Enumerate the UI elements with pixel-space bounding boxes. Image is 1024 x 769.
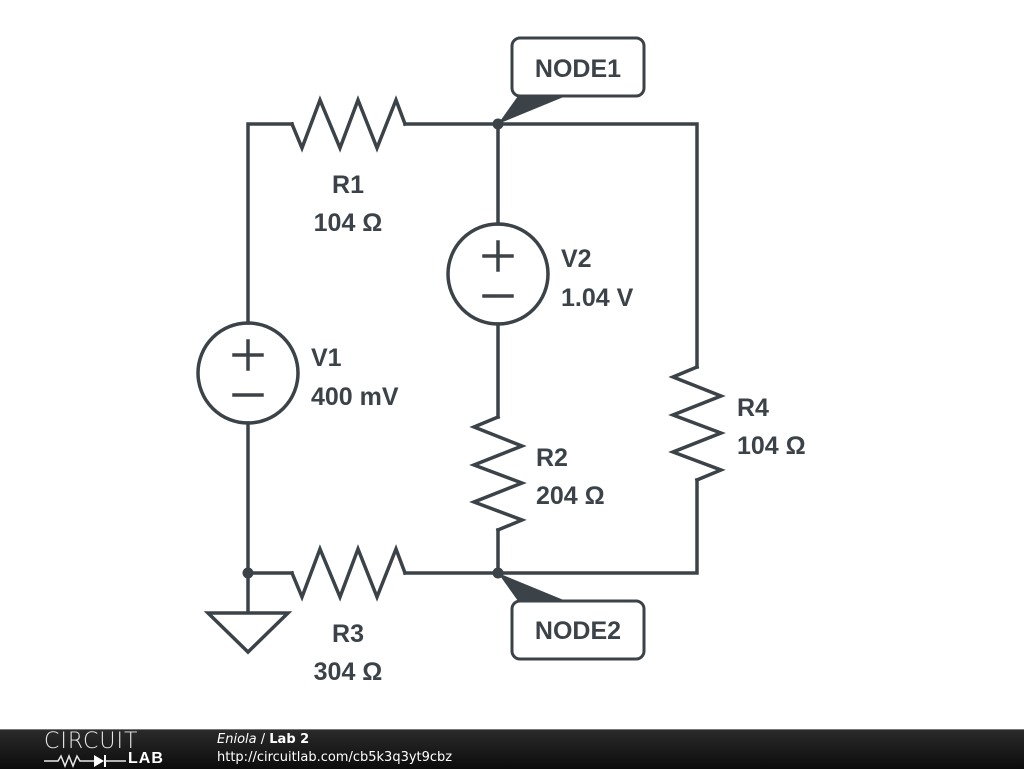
r1-name-label: R1: [332, 171, 364, 199]
logo-text-circuit: CIRCUIT: [44, 729, 139, 754]
v1-name-label: V1: [311, 344, 342, 372]
voltage-source-v1[interactable]: V1 400 mV: [196, 321, 399, 425]
footer-title-line: Eniola / Lab 2: [217, 732, 309, 747]
ground-icon: [203, 611, 293, 655]
r3-name-label: R3: [332, 620, 364, 648]
r1-value-label: 104 Ω: [314, 209, 383, 237]
circuit-url[interactable]: http://circuitlab.com/cb5k3q3yt9cbz: [217, 750, 453, 765]
node1-text: NODE1: [535, 55, 621, 83]
node1-box: [510, 36, 646, 98]
title-separator: /: [256, 732, 270, 747]
resistor-r4[interactable]: R4 104 Ω: [668, 364, 806, 483]
footer-bar: CIRCUIT LAB Eniola / Lab 2 http://circui…: [0, 729, 1024, 769]
r2-value-label: 204 Ω: [536, 482, 605, 510]
wire-v1-r1: [246, 122, 294, 325]
r4-value-label: 104 Ω: [737, 432, 806, 460]
ground-symbol[interactable]: [203, 611, 293, 655]
resistor-r1[interactable]: R1 104 Ω: [289, 95, 408, 237]
node2-box: [510, 599, 646, 661]
node1-pointer: [498, 96, 566, 124]
node1-label[interactable]: NODE1: [498, 36, 646, 124]
wires: [246, 122, 699, 614]
voltage-source-v2-symbol: [446, 222, 550, 326]
v2-value-label: 1.04 V: [561, 284, 634, 312]
junction-dot-ground: [242, 567, 254, 579]
resistor-r2-symbol: [469, 414, 527, 533]
circuit-schematic: R1 104 Ω R3 304 Ω R2 204 Ω R4 104 Ω V2 1…: [196, 36, 806, 686]
author-link[interactable]: Eniola: [217, 732, 257, 747]
resistor-r2[interactable]: R2 204 Ω: [469, 414, 605, 533]
circuit-title[interactable]: Lab 2: [269, 732, 310, 747]
resistor-r4-symbol: [668, 364, 726, 483]
r4-name-label: R4: [737, 394, 769, 422]
logo-text-lab: LAB: [128, 750, 164, 767]
v2-name-label: V2: [561, 245, 592, 273]
resistor-r1-symbol: [289, 95, 408, 153]
v1-value-label: 400 mV: [311, 383, 399, 411]
voltage-source-v2[interactable]: V2 1.04 V: [446, 222, 634, 326]
wire-r4-node2: [496, 478, 699, 575]
node2-pointer: [498, 573, 566, 601]
wire-node1-r4: [496, 122, 699, 369]
voltage-source-v1-symbol: [196, 321, 300, 425]
resistor-r3-symbol: [289, 544, 408, 602]
r3-value-label: 304 Ω: [314, 658, 383, 686]
resistor-r3[interactable]: R3 304 Ω: [289, 544, 408, 686]
node2-text: NODE2: [535, 617, 621, 645]
logo-resistor-diode-icon: [44, 753, 126, 768]
r2-name-label: R2: [536, 444, 568, 472]
node2-label[interactable]: NODE2: [498, 573, 646, 661]
